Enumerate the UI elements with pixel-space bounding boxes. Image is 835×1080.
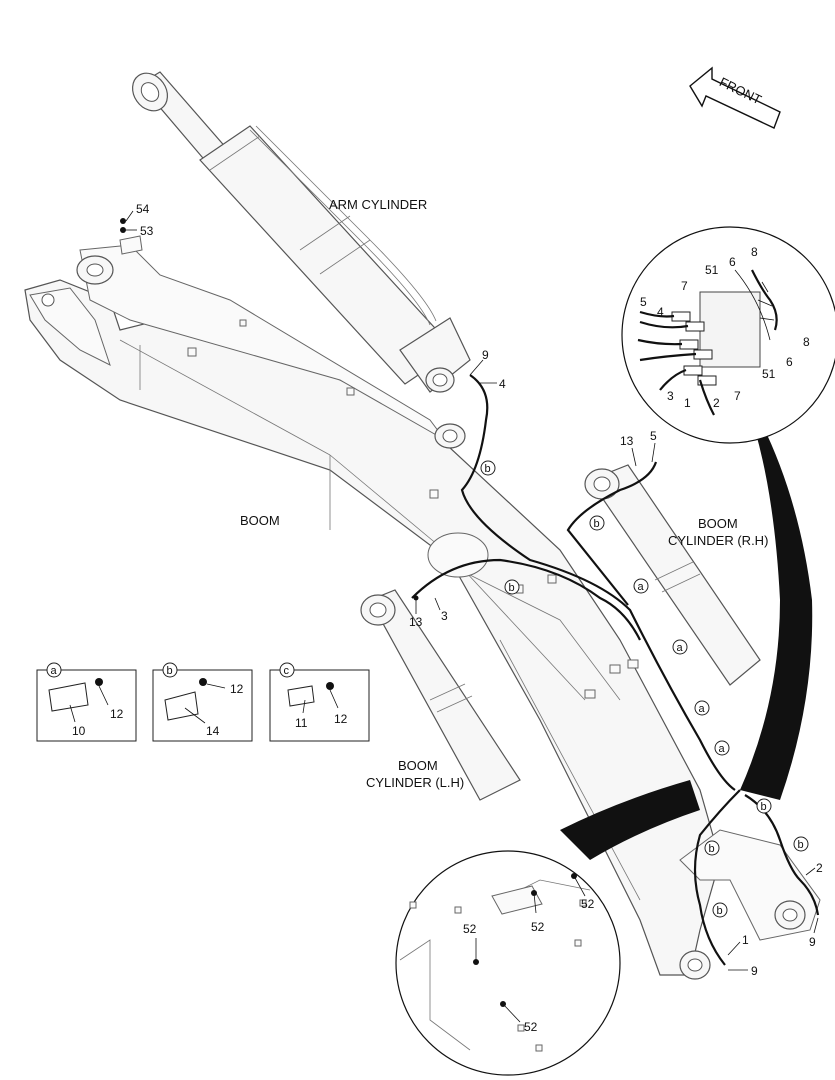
lower-part-52-a: 52 [531,920,545,934]
clamp-detail-c: c 11 12 [269,662,370,742]
detail-part-7-bottom: 7 [734,389,741,403]
detail-part-8-bottom: 8 [803,335,810,349]
lower-part-52-d: 52 [524,1020,538,1034]
hydraulic-hoses [411,374,820,966]
svg-text:c: c [284,665,290,677]
detail-part-1: 1 [684,396,691,410]
part-9-lh: 9 [751,964,758,978]
boom-cylinder-rh: BOOM CYLINDER (R.H) [584,464,768,686]
callout-b-5: b [704,840,720,856]
callout-a-1: a [633,578,649,594]
svg-text:b: b [509,582,515,594]
clamp-b-part-14: 14 [206,724,220,738]
clamp-a-part-12: 12 [110,707,124,721]
arm-cylinder-label: ARM CYLINDER [329,197,427,212]
front-direction-arrow: FRONT [689,66,781,129]
detail-part-51-top: 51 [705,263,719,277]
svg-text:b: b [485,463,491,475]
callout-a-3: a [694,700,710,716]
detail-part-5: 5 [640,295,647,309]
boom-cylinder-lh: BOOM CYLINDER (L.H) [360,589,521,801]
callout-a-2: a [672,639,688,655]
detail-part-4: 4 [657,305,664,319]
part-4: 4 [499,377,506,391]
boom-cyl-lh-label-1: BOOM [398,758,438,773]
callout-b-6: b [793,836,809,852]
clamp-detail-a: a 10 12 [36,662,137,742]
part-53: 53 [140,224,154,238]
part-number-labels: 54 53 9 4 13 5 13 3 1 9 2 9 [120,202,823,978]
detail-part-8-top: 8 [751,245,758,259]
detail-part-6-bottom: 6 [786,355,793,369]
detail-part-6-top: 6 [729,255,736,269]
part-9-rh: 9 [809,935,816,949]
part-2: 2 [816,861,823,875]
svg-text:b: b [717,905,723,917]
part-13-rh: 13 [620,434,634,448]
svg-text:a: a [699,703,706,715]
lower-part-52-b: 52 [581,897,595,911]
clamp-detail-b: b 14 12 [152,662,253,742]
boom: BOOM [24,235,821,980]
arm-cylinder: ARM CYLINDER [131,71,471,393]
svg-text:b: b [761,801,767,813]
callout-b-4: b [756,798,772,814]
part-13-lh: 13 [409,615,423,629]
lower-part-52-c: 52 [463,922,477,936]
boom-cyl-rh-label-1: BOOM [698,516,738,531]
boom-cyl-lh-label-2: CYLINDER (L.H) [366,775,464,790]
svg-text:a: a [51,665,58,677]
callout-b-3: b [504,579,520,595]
clamp-c-part-11: 11 [295,716,308,730]
part-5: 5 [650,429,657,443]
boom-label: BOOM [240,513,280,528]
part-1: 1 [742,933,749,947]
callout-b-7: b [712,902,728,918]
detail-view-manifold: 8 6 51 7 5 4 8 6 51 3 1 2 7 [621,226,835,800]
callout-markers: b b b a a a a b b b b [480,460,809,918]
svg-text:b: b [594,518,600,530]
detail-part-7-top: 7 [681,279,688,293]
clamp-b-part-12: 12 [230,682,244,696]
part-9-arm: 9 [482,348,489,362]
callout-a-4: a [714,740,730,756]
boom-cyl-rh-label-2: CYLINDER (R.H) [668,533,768,548]
detail-view-brackets: 52 52 52 52 [395,780,700,1076]
part-3: 3 [441,609,448,623]
detail-part-2: 2 [713,396,720,410]
clamp-c-part-12: 12 [334,712,348,726]
callout-b-1: b [480,460,496,476]
svg-text:b: b [709,843,715,855]
svg-text:a: a [719,743,726,755]
callout-b-2: b [589,515,605,531]
clamp-a-part-10: 10 [72,724,86,738]
part-54: 54 [136,202,150,216]
svg-text:a: a [638,581,645,593]
svg-text:b: b [167,665,173,677]
detail-part-51-bottom: 51 [762,367,776,381]
svg-text:a: a [677,642,684,654]
svg-text:b: b [798,839,804,851]
detail-part-3: 3 [667,389,674,403]
